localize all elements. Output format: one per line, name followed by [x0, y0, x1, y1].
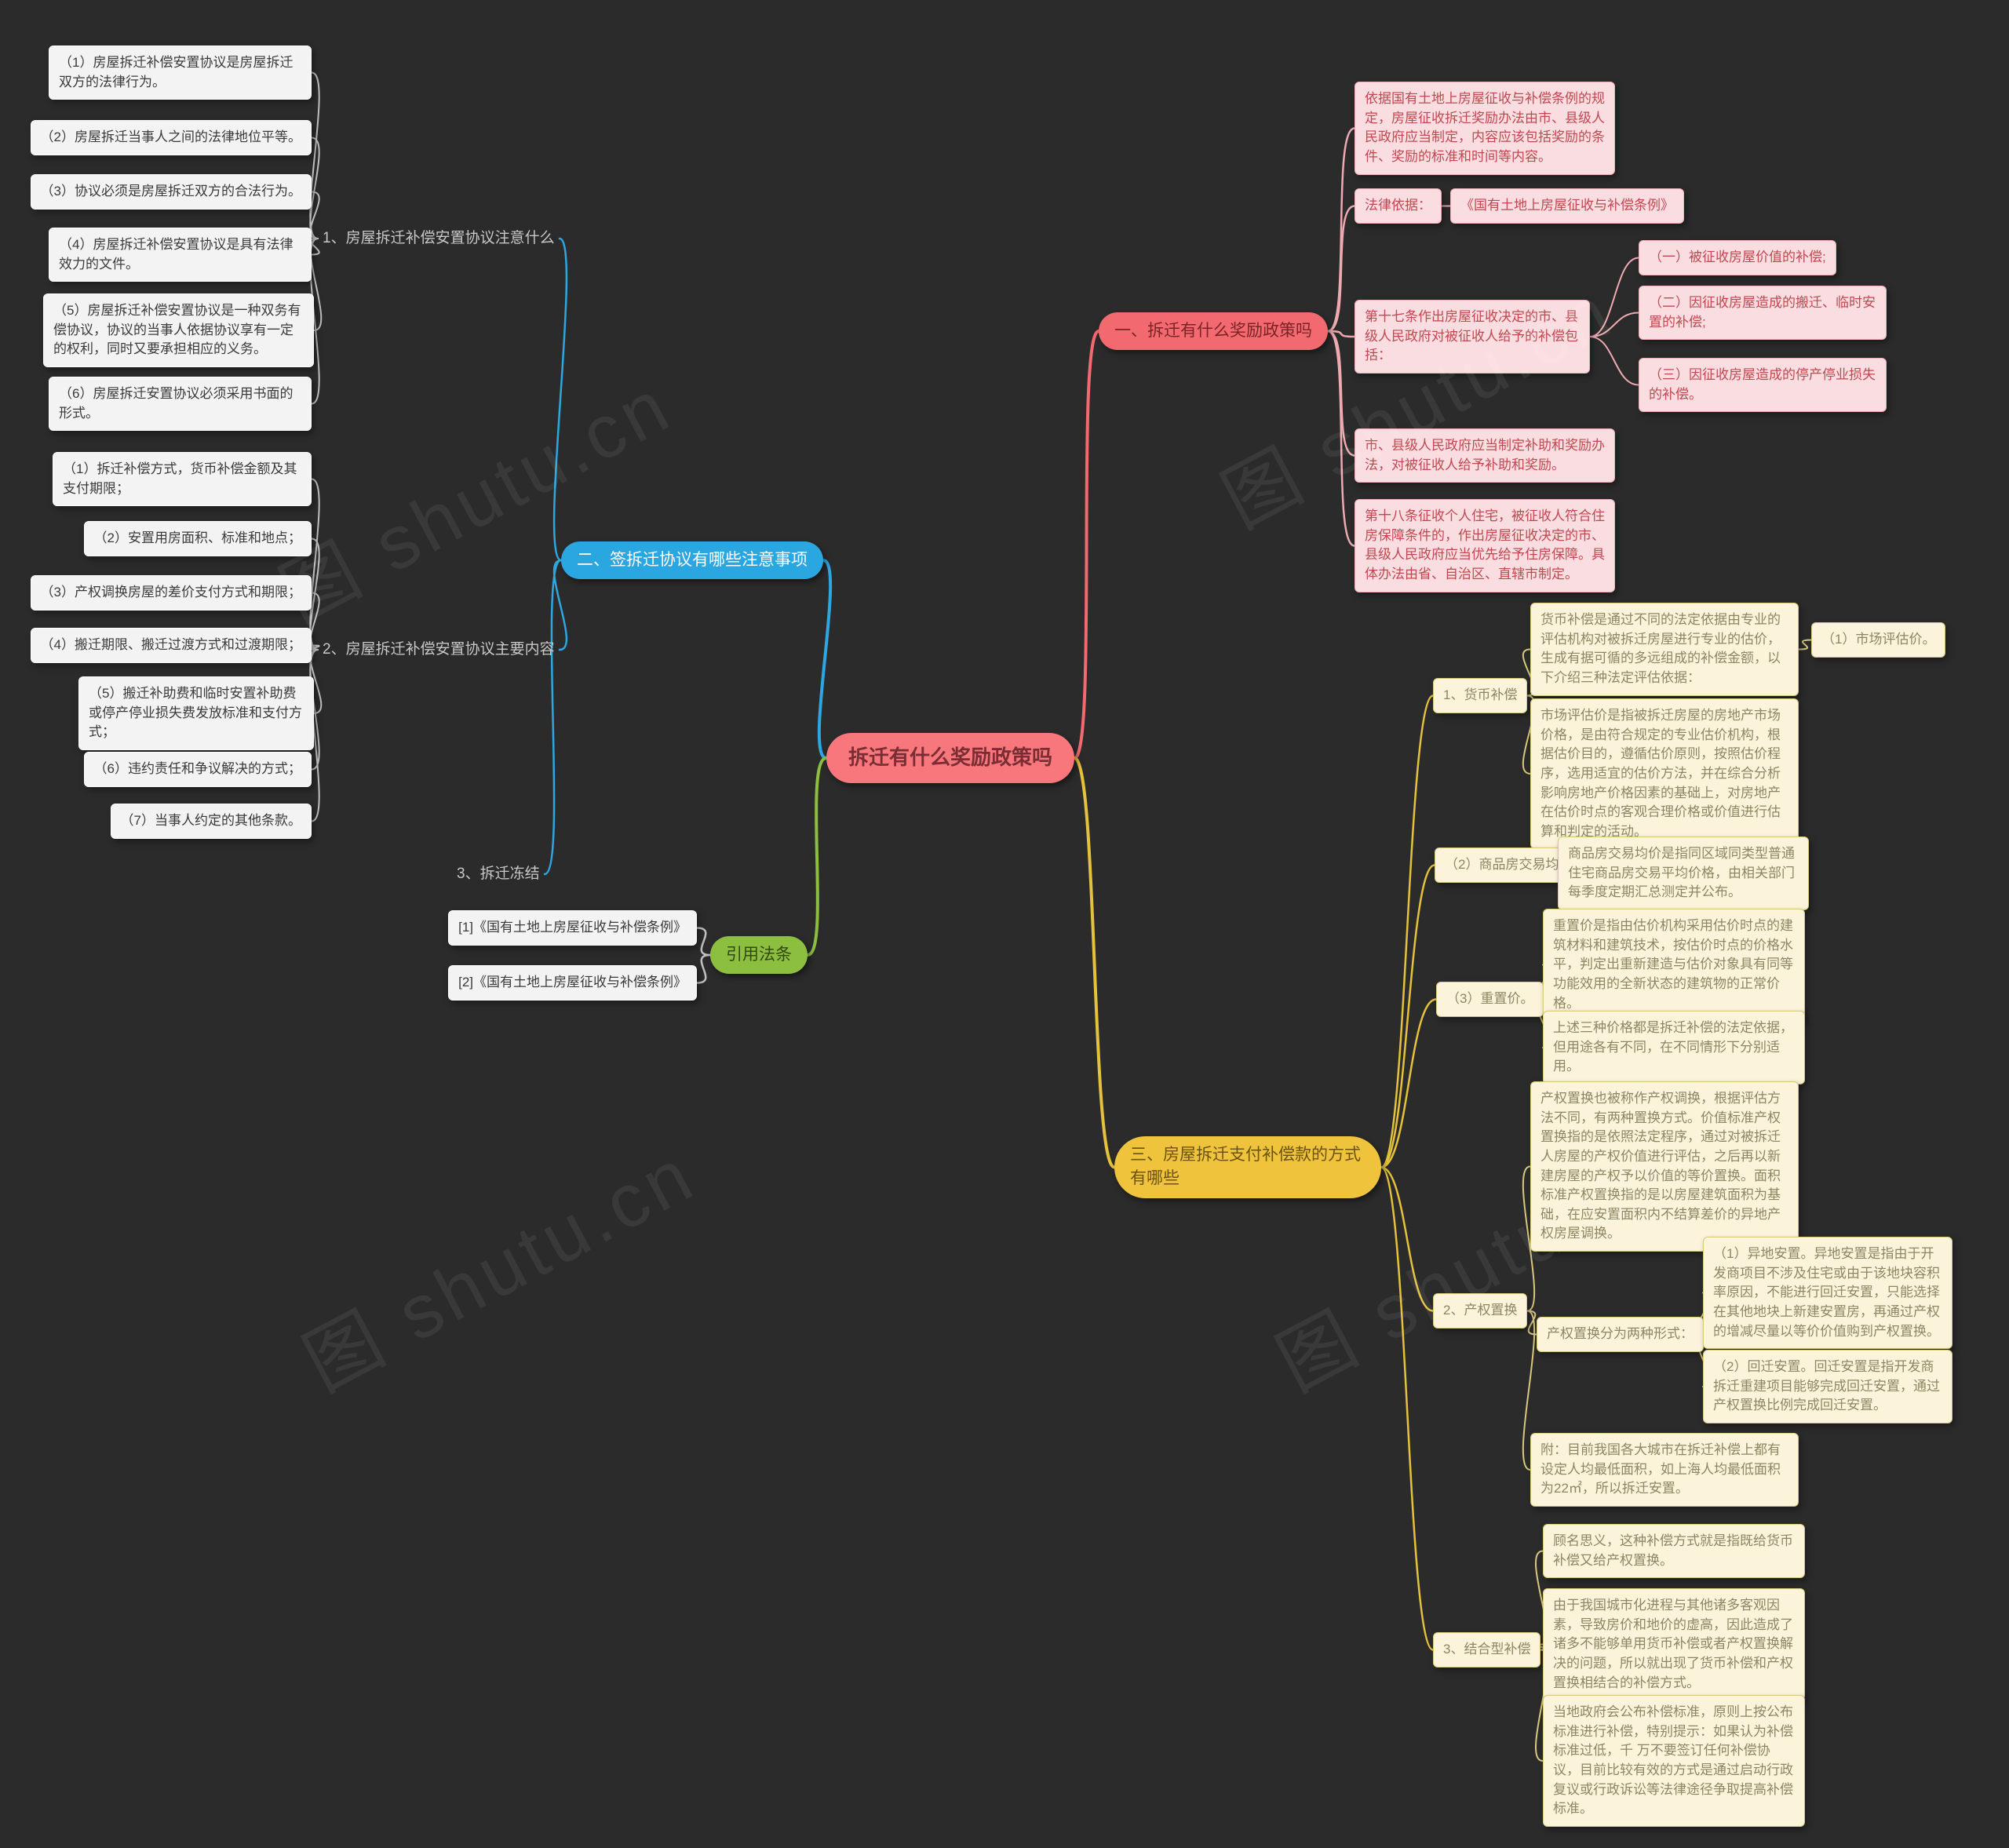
- node-property-exchange[interactable]: 2、产权置换: [1433, 1293, 1528, 1329]
- connector: [1380, 864, 1436, 1168]
- connector: [552, 559, 568, 651]
- note-minimum-area[interactable]: 附：目前我国各大城市在拆迁补偿上都有设定人均最低面积，如上海人均最低面积为22㎡…: [1530, 1433, 1799, 1507]
- note-offsite-resettlement[interactable]: （1）异地安置。异地安置是指由于开发商项目不涉及住宅或由于该地块容积率原因，不能…: [1703, 1237, 1952, 1350]
- note-compensation-business-loss[interactable]: （三）因征收房屋造成的停产停业损失的补偿。: [1639, 358, 1887, 413]
- note-combined-reason[interactable]: 由于我国城市化进程与其他诸多客观因素，导致房价和地价的虚高，因此造成了诸多不能够…: [1543, 1588, 1805, 1701]
- note-compensation-value[interactable]: （一）被征收房屋价值的补偿;: [1639, 240, 1836, 275]
- note-property-exchange-detail[interactable]: 产权置换也被称作产权调换，根据评估方法不同，有两种置换方式。价值标准产权置换指的…: [1530, 1081, 1799, 1252]
- note-content-1[interactable]: （1）拆迁补偿方式，货币补偿金额及其支付期限；: [53, 452, 312, 507]
- connector: [309, 71, 320, 239]
- connector: [806, 756, 828, 957]
- connector: [309, 238, 320, 405]
- note-content-4[interactable]: （4）搬迁期限、搬迁过渡方式和过渡期限；: [30, 628, 312, 663]
- connector: [1589, 257, 1639, 337]
- note-monetary-basis[interactable]: 货币补偿是通过不同的法定依据由专业的评估机构对被拆迁房屋进行专业的估价，生成有据…: [1530, 603, 1799, 696]
- node-exchange-two-forms[interactable]: 产权置换分为两种形式：: [1537, 1317, 1704, 1352]
- connector: [1522, 1310, 1536, 1471]
- note-commodity-average-detail[interactable]: 商品房交易均价是指同区域同类型普通住宅商品房交易平均价格，由相关部门每季度定期汇…: [1558, 837, 1809, 910]
- connector: [309, 478, 320, 651]
- note-content-7[interactable]: （7）当事人约定的其他条款。: [110, 804, 312, 839]
- note-compensation-relocation[interactable]: （二）因征收房屋造成的搬迁、临时安置的补偿;: [1639, 286, 1887, 341]
- citation-2[interactable]: [2]《国有土地上房屋征收与补偿条例》: [448, 965, 697, 1001]
- central-topic[interactable]: 拆迁有什么奖励政策吗: [826, 733, 1075, 783]
- connector: [817, 559, 833, 760]
- label-agreement-attention[interactable]: 1、房屋拆迁补偿安置协议注意什么: [323, 230, 555, 246]
- connector: [695, 927, 712, 957]
- node-replacement-price[interactable]: （3）重置价。: [1436, 982, 1544, 1017]
- branch-payment-methods[interactable]: 三、房屋拆迁支付补偿款的方式有哪些: [1114, 1136, 1381, 1198]
- connector: [1326, 330, 1356, 338]
- note-article-17[interactable]: 第十七条作出房屋征收决定的市、县级人民政府对被征收人给予的补偿包括：: [1355, 300, 1590, 374]
- branch-citations[interactable]: 引用法条: [710, 936, 808, 975]
- connector: [1380, 1166, 1435, 1312]
- connector: [1073, 330, 1100, 760]
- node-market-appraisal-price[interactable]: （1）市场评估价。: [1811, 622, 1946, 658]
- note-market-appraisal-detail[interactable]: 市场评估价是指被拆迁房屋的房地产市场价格，是由符合规定的专业估价机构，根据估价目…: [1530, 698, 1799, 850]
- note-incentive-basis[interactable]: 依据国有土地上房屋征收与补偿条例的规定，房屋征收拆迁奖励办法由市、县级人民政府应…: [1355, 82, 1615, 175]
- connector: [1326, 330, 1356, 457]
- note-subsidy-measures[interactable]: 市、县级人民政府应当制定补助和奖励办法，对被征收人给予补助和奖励。: [1355, 428, 1615, 483]
- note-content-3[interactable]: （3）产权调换房屋的差价支付方式和期限；: [30, 575, 312, 611]
- note-content-2[interactable]: （2）安置用房面积、标准和地点；: [83, 521, 312, 556]
- note-attention-5[interactable]: （5）房屋拆迁补偿安置协议是一种双务有偿协议，协议的当事人依据协议享有一定的权利…: [43, 293, 314, 367]
- connector: [1326, 205, 1356, 333]
- connector: [1380, 694, 1435, 1168]
- connector: [309, 191, 320, 239]
- note-attention-3[interactable]: （3）协议必须是房屋拆迁双方的合法行为。: [30, 174, 312, 210]
- connector: [1326, 330, 1356, 547]
- connector: [695, 953, 712, 984]
- connector: [1798, 639, 1812, 651]
- connector: [1522, 1165, 1536, 1312]
- connector: [552, 237, 568, 562]
- node-combined-compensation[interactable]: 3、结合型补偿: [1433, 1632, 1541, 1668]
- label-legal-basis[interactable]: 法律依据：: [1355, 188, 1442, 224]
- label-demolition-freeze[interactable]: 3、拆迁冻结: [457, 866, 540, 882]
- label-agreement-content[interactable]: 2、房屋拆迁补偿安置协议主要内容: [323, 641, 555, 658]
- branch-incentive-policy[interactable]: 一、拆迁有什么奖励政策吗: [1099, 312, 1328, 351]
- connector: [543, 559, 563, 876]
- note-content-6[interactable]: （6）违约责任和争议解决的方式；: [83, 752, 312, 787]
- connector: [309, 649, 320, 822]
- ref-regulation[interactable]: 《国有土地上房屋征收与补偿条例》: [1450, 188, 1684, 224]
- note-return-resettlement[interactable]: （2）回迁安置。回迁安置是指开发商拆迁重建项目能够完成回迁安置，通过产权置换比例…: [1703, 1350, 1952, 1423]
- note-attention-2[interactable]: （2）房屋拆迁当事人之间的法律地位平等。: [30, 120, 312, 155]
- note-three-prices-usage[interactable]: 上述三种价格都是拆迁补偿的法定依据，但用途各有不同，在不同情形下分别适用。: [1543, 1011, 1805, 1084]
- connector: [1380, 1166, 1435, 1651]
- connector: [309, 137, 320, 239]
- note-content-5[interactable]: （5）搬迁补助费和临时安置补助费或停产停业损失费发放标准和支付方式；: [78, 676, 314, 750]
- connector: [1326, 127, 1356, 333]
- note-attention-4[interactable]: （4）房屋拆迁补偿安置协议是具有法律效力的文件。: [49, 228, 312, 282]
- note-replacement-detail[interactable]: 重置价是指由估价机构采用估价时点的建筑材料和建筑技术，按估价时点的价格水平，判定…: [1543, 909, 1805, 1022]
- note-attention-6[interactable]: （6）房屋拆迁安置协议必须采用书面的形式。: [49, 377, 312, 432]
- connector: [1073, 756, 1116, 1169]
- note-combined-definition[interactable]: 顾名思义，这种补偿方式就是指既给货币补偿又给产权置换。: [1543, 1524, 1805, 1579]
- note-standard-advice[interactable]: 当地政府会公布补偿标准，原则上按公布标准进行补偿，特别提示：如果认为补偿标准过低…: [1543, 1695, 1805, 1827]
- note-attention-1[interactable]: （1）房屋拆迁补偿安置协议是房屋拆迁双方的法律行为。: [49, 46, 312, 100]
- citation-1[interactable]: [1]《国有土地上房屋征收与补偿条例》: [448, 910, 697, 946]
- connector: [309, 238, 320, 256]
- node-monetary-compensation[interactable]: 1、货币补偿: [1433, 678, 1528, 713]
- connector: [1380, 998, 1438, 1168]
- connector: [1589, 312, 1639, 337]
- connector: [1526, 1310, 1537, 1336]
- branch-agreement-notes[interactable]: 二、签拆迁协议有哪些注意事项: [561, 541, 823, 580]
- connector: [1589, 336, 1639, 386]
- connector: [309, 644, 320, 651]
- note-article-18[interactable]: 第十八条征收个人住宅，被征收人符合住房保障条件的，作出房屋征收决定的市、县级人民…: [1355, 499, 1615, 592]
